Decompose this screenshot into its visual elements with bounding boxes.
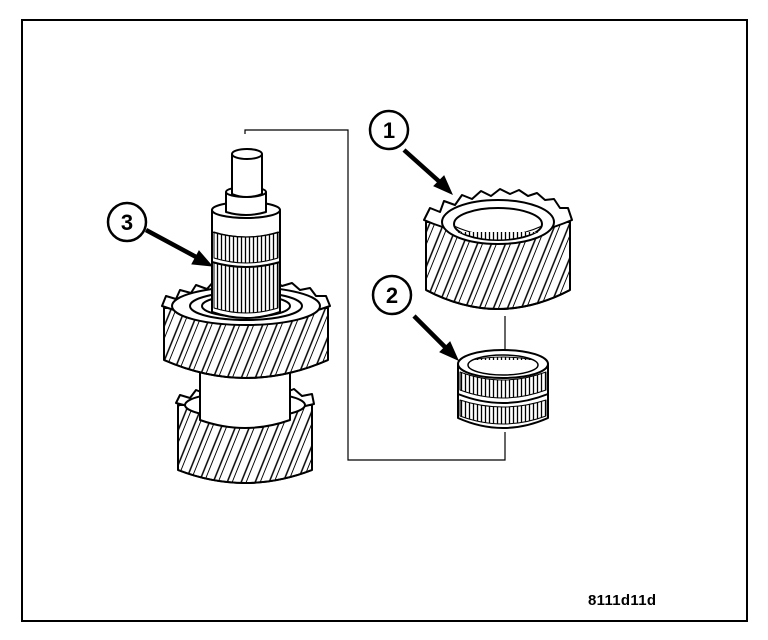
callout-3-number: 3	[121, 210, 133, 235]
callout-1-arrow	[402, 148, 453, 195]
callout-3-arrow	[144, 228, 214, 267]
callout-arrows	[144, 148, 459, 361]
countershaft-hub	[199, 367, 291, 429]
figure-code: 8111d11d	[588, 592, 657, 609]
countershaft-assembly	[161, 148, 331, 484]
callout-2: 2	[371, 274, 413, 316]
needle-bearing	[457, 349, 549, 429]
callout-1: 1	[368, 109, 410, 151]
callout-3: 3	[106, 201, 148, 243]
gear	[423, 188, 573, 310]
callout-1-number: 1	[383, 118, 395, 143]
callout-2-number: 2	[386, 283, 398, 308]
connector-lines	[244, 129, 506, 461]
countershaft-spline	[211, 201, 281, 268]
callout-2-arrow	[412, 314, 459, 361]
